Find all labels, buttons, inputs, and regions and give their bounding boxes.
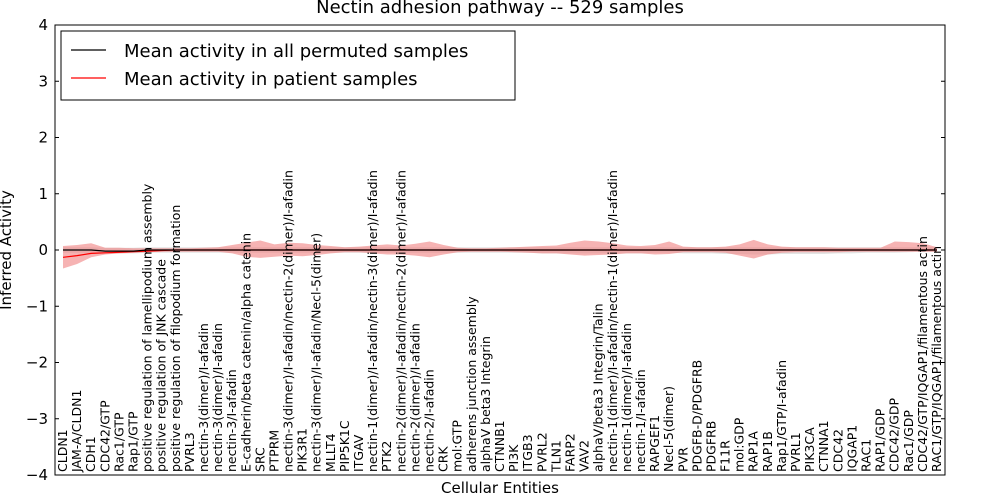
y-tick-label: 4 [38,16,48,34]
legend-label-patient: Mean activity in patient samples [124,69,418,90]
legend: Mean activity in all permuted samples Me… [60,30,516,101]
x-tick-label: MLLT4 [323,433,338,472]
x-tick-label: RAP1A [746,431,761,472]
x-tick-label: PTK2 [379,441,394,472]
x-tick-label: FARP2 [562,433,577,472]
x-tick-label: RAC1 [859,439,874,472]
legend-label-permuted: Mean activity in all permuted samples [124,41,468,62]
y-tick-label: −2 [26,354,48,372]
x-tick-label: Necl-5(dimer) [661,386,676,472]
x-tick-label: mol:GDP [732,417,747,472]
x-tick-label: nectin-3(dimer)/I-afadin [210,323,225,472]
plot-frame [54,24,946,476]
x-tick-label: nectin-1(dimer)/I-afadin/nectin-3(dimer)… [365,170,380,472]
x-tick-label: nectin-3(dimer)/I-afadin [196,323,211,472]
x-tick-label: alphaV/beta3 Integrin/Talin [591,304,606,473]
x-tick-label: F11R [718,440,733,472]
x-tick-label: RAPGEF1 [647,415,662,472]
x-tick-label: positive regulation of filopodium format… [168,205,183,472]
x-tick-label: ITGAV [351,434,366,472]
x-tick-label: IQGAP1 [844,425,859,472]
x-tick-label: CDH1 [83,436,98,472]
x-tick-label: PI3K [506,444,521,472]
x-tick-label: nectin-2(dimer)/I-afadin [407,323,422,472]
x-tick-label: PIP5K1C [337,420,352,472]
x-tick-label: TLN1 [548,440,563,473]
x-tick-label: RAP1B [760,431,775,472]
x-tick-label: ITGB3 [520,434,535,472]
x-tick-label: nectin-3(dimer)/I-afadin/nectin-2(dimer)… [281,170,296,472]
x-tick-label: Rap1/GTP [125,411,140,472]
y-tick-label: −4 [26,466,48,484]
x-tick-label: adherens junction assembly [464,296,479,472]
band-patient [63,239,937,269]
confidence-bands [63,239,937,269]
x-tick-label: nectin-1/I-afadin [633,369,648,472]
x-tick-label: positive regulation of JNK cascade [154,259,169,472]
y-tick-label: 0 [38,241,48,259]
x-tick-label: nectin-1(dimer)/I-afadin [619,323,634,472]
x-tick-label: CDC42/GTP [97,400,112,472]
y-axis-label: Inferred Activity [0,190,15,310]
x-tick-label: PVRL1 [788,432,803,472]
x-tick-label: Rap1/GTP/I-afadin [774,360,789,472]
x-axis-label: Cellular Entities [441,479,559,497]
x-tick-label: PIK3R1 [295,428,310,472]
x-tick-label: Rac1/GTP [111,412,126,472]
x-tick-label: CTNNA1 [816,420,831,472]
x-tick-label: PVRL3 [182,432,197,472]
x-tick-label: nectin-3/I-afadin [224,369,239,472]
line-permuted [63,249,937,252]
x-tick-label: PTPRM [266,430,281,472]
chart-title: Nectin adhesion pathway -- 529 samples [316,0,684,18]
x-tick-label: nectin-2/I-afadin [422,369,437,472]
x-tick-label: PVRL2 [534,432,549,472]
x-tick-label: CTNNB1 [492,420,507,472]
x-tick-label: PVR [675,447,690,472]
x-tick-label: E-cadherin/beta catenin/alpha catenin [238,233,253,472]
y-tick-label: −3 [26,410,48,428]
x-tick-label: RAP1/GDP [873,408,888,472]
x-tick-label: PIK3CA [802,427,817,472]
x-tick-label: CDC42/GTP/IQGAP1/filamentous actin [915,236,930,472]
x-tick-label: alphaV beta3 Integrin [478,336,493,472]
x-tick-label: nectin-1(dimer)/I-afadin/nectin-1(dimer)… [605,170,620,472]
y-tick-label: −1 [26,297,48,315]
x-tick-label: PDGFRB [703,421,718,472]
x-tick-label: nectin-2(dimer)/I-afadin/nectin-2(dimer)… [393,170,408,472]
x-tick-label: VAV2 [577,440,592,472]
legend-box [60,30,516,101]
x-tick-label: CLDN1 [55,429,70,472]
x-tick-label: Rac1/GDP [901,410,916,472]
x-tick-label: PDGFB-D/PDGFRB [689,360,704,472]
x-tick-label: nectin-3(dimer)/I-afadin/Necl-5(dimer) [309,233,324,472]
x-tick-label: mol:GTP [450,420,465,472]
y-tick-label: 1 [38,185,48,203]
x-tick-label: CRK [436,446,451,472]
y-tick-label: 2 [38,129,48,147]
x-tick-label: SRC [252,447,267,472]
y-tick-label: 3 [38,72,48,90]
series-lines [62,249,937,258]
x-tick-label: CDC42/GDP [887,397,902,472]
x-tick-label: CDC42 [830,429,845,472]
x-tick-label: JAM-A/CLDN1 [69,390,84,473]
x-tick-label: RAC1/GTP/IQGAP1/filamentous actin [929,246,944,472]
y-axis-ticks: 4 3 2 1 0 −1 −2 −3 −4 [26,16,945,484]
x-tick-label: positive regulation of lamellipodium ass… [140,183,155,472]
